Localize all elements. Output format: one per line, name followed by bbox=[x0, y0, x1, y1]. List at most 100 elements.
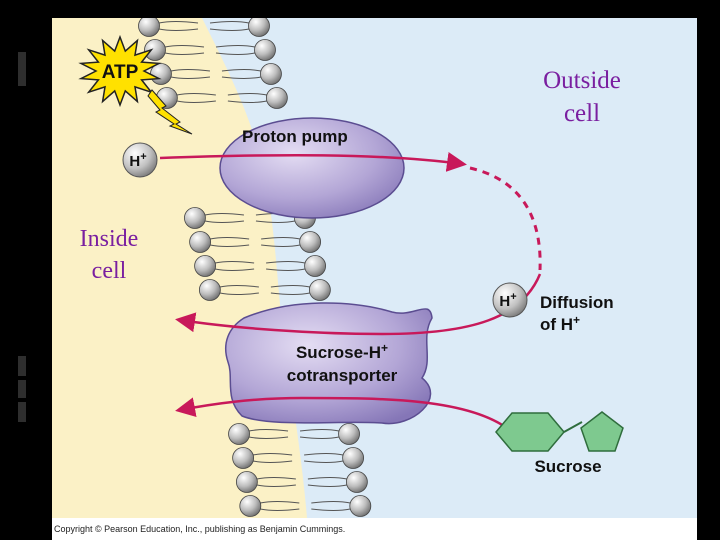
sucrose-fructose-ring bbox=[580, 411, 624, 452]
h-ion-outside-label: H+ bbox=[499, 291, 516, 310]
lipid-tail bbox=[266, 261, 306, 264]
energy-bolt-icon bbox=[147, 89, 193, 135]
lipid-tail bbox=[227, 100, 267, 103]
lipid-tail bbox=[219, 292, 259, 295]
lipid-tail bbox=[260, 508, 300, 511]
sucrose-bond bbox=[563, 421, 583, 433]
lipid-tail bbox=[176, 100, 216, 103]
lipid-tail bbox=[266, 268, 306, 271]
lipid-tail bbox=[253, 460, 293, 463]
proton-pump-label: Proton pump bbox=[242, 127, 348, 146]
slide-edge-mark bbox=[18, 402, 26, 422]
cotransporter-label-line2: cotransporter bbox=[287, 366, 398, 385]
diffusion-label-line1: Diffusion bbox=[540, 293, 614, 312]
phospholipid-head bbox=[228, 423, 250, 445]
lipid-tail bbox=[307, 477, 347, 480]
lipid-tail bbox=[256, 484, 296, 487]
lipid-tail bbox=[299, 429, 340, 432]
lipid-tail bbox=[210, 237, 250, 240]
lipid-tail bbox=[304, 453, 344, 456]
phospholipid-head bbox=[304, 255, 327, 277]
lipid-tail bbox=[221, 76, 262, 79]
lipid-tail bbox=[209, 28, 250, 31]
cotransporter-label-line1: Sucrose-H+ bbox=[296, 341, 388, 362]
phospholipid-head bbox=[248, 18, 270, 37]
proton-pump-arrow bbox=[159, 152, 467, 172]
phospholipid-head bbox=[235, 471, 258, 493]
lipid-tail bbox=[256, 477, 296, 480]
proton-pump-protein bbox=[219, 117, 405, 219]
lipid-tail bbox=[307, 484, 347, 487]
phospholipid-head bbox=[265, 87, 288, 109]
lipid-tail bbox=[260, 501, 300, 504]
sucrose-label: Sucrose bbox=[534, 457, 601, 476]
lipid-tail bbox=[158, 28, 199, 31]
phospholipid-head bbox=[184, 207, 206, 229]
lipid-tail bbox=[210, 244, 250, 247]
lipid-tail bbox=[255, 220, 296, 223]
atp-label: ATP bbox=[102, 62, 139, 83]
membrane-transport-figure: ATP Proton pump H+ H+ D bbox=[52, 18, 697, 518]
phospholipid-head bbox=[144, 39, 166, 61]
caption-bar: Copyright © Pearson Education, Inc., pub… bbox=[52, 518, 697, 540]
h-ion-outside bbox=[492, 282, 528, 318]
outside-cell-label-line2: cell bbox=[564, 100, 600, 127]
lipid-bilayer bbox=[138, 18, 372, 517]
outside-cell-label-line1: Outside bbox=[543, 67, 621, 94]
lipid-tail bbox=[176, 93, 216, 96]
lipid-tail bbox=[221, 69, 262, 72]
lipid-tail bbox=[261, 244, 301, 247]
phospholipid-head bbox=[198, 279, 221, 301]
lipid-tail bbox=[215, 52, 256, 55]
diffusion-label-line2: of H+ bbox=[540, 313, 580, 334]
phospholipid-head bbox=[299, 231, 322, 253]
copyright-text: Copyright © Pearson Education, Inc., pub… bbox=[54, 524, 346, 534]
atp-burst-icon bbox=[78, 34, 162, 108]
phospholipid-head bbox=[338, 423, 360, 445]
lipid-tail bbox=[170, 69, 211, 72]
proton-return-dashed-path bbox=[469, 166, 542, 271]
inside-cell-label-line2: cell bbox=[92, 258, 127, 284]
phospholipid-head bbox=[232, 447, 255, 469]
phospholipid-head bbox=[239, 495, 262, 517]
lipid-tail bbox=[270, 285, 310, 288]
lipid-tail bbox=[215, 261, 255, 264]
phospholipid-head bbox=[349, 495, 372, 517]
lipid-tail bbox=[304, 460, 344, 463]
lipid-tail bbox=[219, 285, 259, 288]
phospholipid-head bbox=[254, 39, 276, 61]
phospholipid-head bbox=[260, 63, 282, 85]
diagram-canvas: ATP Proton pump H+ H+ D bbox=[78, 18, 697, 518]
lipid-tail bbox=[170, 76, 211, 79]
lipid-tail bbox=[261, 237, 301, 240]
slide-edge-mark bbox=[18, 52, 26, 86]
h-ion-inside-label: H+ bbox=[129, 151, 146, 170]
lipid-tail bbox=[299, 436, 340, 439]
lipid-tail bbox=[209, 21, 250, 24]
phospholipid-head bbox=[342, 447, 365, 469]
inside-cell-label-line1: Inside bbox=[80, 226, 139, 252]
lipid-tail bbox=[204, 220, 245, 223]
phospholipid-head bbox=[345, 471, 368, 493]
lipid-tail bbox=[204, 213, 245, 216]
slide-edge-mark bbox=[18, 380, 26, 398]
lipid-tail bbox=[311, 501, 351, 504]
lipid-tail bbox=[248, 429, 289, 432]
cotransporter-protein bbox=[224, 302, 433, 425]
phospholipid-head bbox=[138, 18, 160, 37]
h-ion-inside bbox=[122, 142, 158, 178]
lipid-tail bbox=[164, 45, 205, 48]
lipid-tail bbox=[248, 436, 289, 439]
lipid-tail bbox=[215, 45, 256, 48]
sucrose-transport-arrow bbox=[175, 396, 513, 433]
lipid-tail bbox=[227, 93, 267, 96]
phospholipid-head bbox=[308, 279, 331, 301]
lipid-tail bbox=[311, 508, 351, 511]
lipid-tail bbox=[270, 292, 310, 295]
lipid-tail bbox=[215, 268, 255, 271]
phospholipid-head bbox=[194, 255, 217, 277]
lipid-tail bbox=[253, 453, 293, 456]
phospholipid-head bbox=[189, 231, 212, 253]
lipid-tail bbox=[164, 52, 205, 55]
